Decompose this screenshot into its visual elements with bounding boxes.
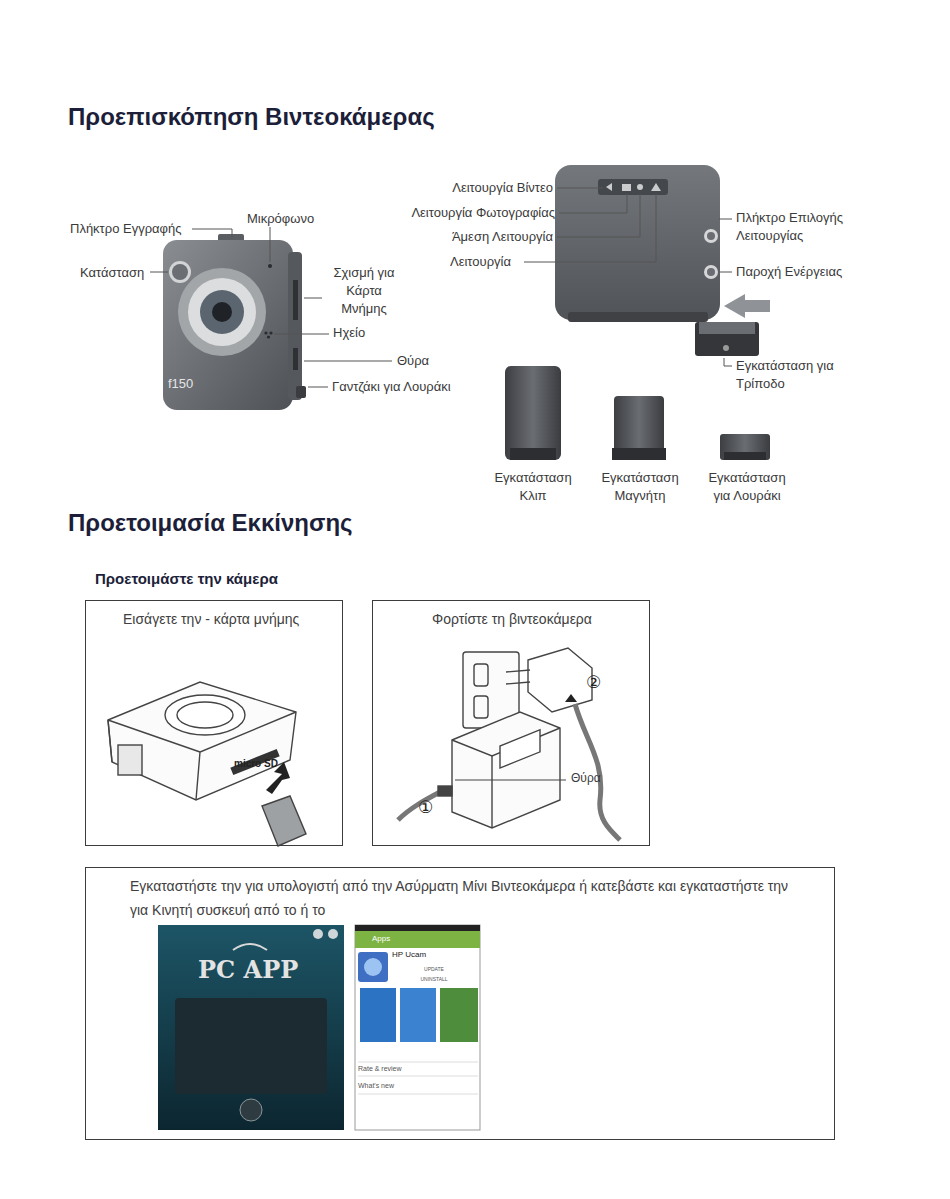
section-heading: Προετοιμασία Εκκίνησης [68,508,468,538]
part-label: ② [586,672,610,692]
part-label: Κατάσταση [80,264,170,282]
leader-lines [524,188,732,366]
part-label: Λειτουργία Βίντεο [393,179,553,197]
part-label: Πλήκτρο Επιλογής Λειτουργίας [736,209,861,245]
step-box: Εγκαταστήστε την για υπολογιστή από την … [85,867,835,1140]
step-text: Εισάγετε την - κάρτα μνήμης [123,607,323,631]
camera-back [555,165,770,356]
screen-text: HP Ucam [392,950,452,960]
part-label: ① [418,797,442,817]
part-label: Σχισμή για Κάρτα Μνήμης [325,264,403,318]
part-label: Γαντζάκι για Λουράκι [332,378,482,396]
part-label: Μικρόφωνο [247,210,347,228]
part-label: Λειτουργία [450,253,540,271]
step-text: Εγκαταστήστε την για υπολογιστή από την … [130,874,800,922]
screen-text: What's new [358,1081,438,1091]
mount-accessories [505,366,770,460]
insert-card-drawing [108,682,306,846]
part-label: PC APP [198,956,318,984]
screen-text: micro SD [234,758,294,770]
camera-front [163,234,306,410]
part-label: Θύρα [397,352,457,370]
part-label: Εγκατάσταση για Τρίποδο [736,357,851,393]
part-label: Εγκατάσταση Κλιπ [487,469,579,505]
screen-text: UNINSTALL [412,976,456,983]
part-label: Ηχείο [333,324,403,342]
part-label: Λειτουργία Φωτογραφίας [375,204,555,222]
step-text: Φορτίστε τη βιντεοκάμερα [393,607,631,631]
part-label: Εγκατάσταση Μαγνήτη [594,469,686,505]
screen-text: Apps [372,933,412,944]
app-screenshots [158,925,480,1130]
part-label: Παροχή Ενέργειας [736,263,866,281]
step-box: Εισάγετε την - κάρτα μνήμης [85,600,343,846]
part-label: Άμεση Λειτουργία [393,228,553,246]
part-label: Εγκατάσταση για Λουράκι [700,469,794,505]
part-label: Πλήκτρο Εγγραφής [70,220,200,238]
step-box: Φορτίστε τη βιντεοκάμερα [372,600,650,846]
screen-text: Rate & review [358,1064,438,1074]
screen-text: Θύρα [571,770,631,786]
part-label: f150 [168,376,218,392]
sub-heading: Προετοιμάστε την κάμερα [95,569,395,589]
page-title: Προεπισκόπηση Βιντεοκάμερας [68,103,435,131]
charging-drawing [398,648,620,840]
screen-text: UPDATE [412,966,456,973]
